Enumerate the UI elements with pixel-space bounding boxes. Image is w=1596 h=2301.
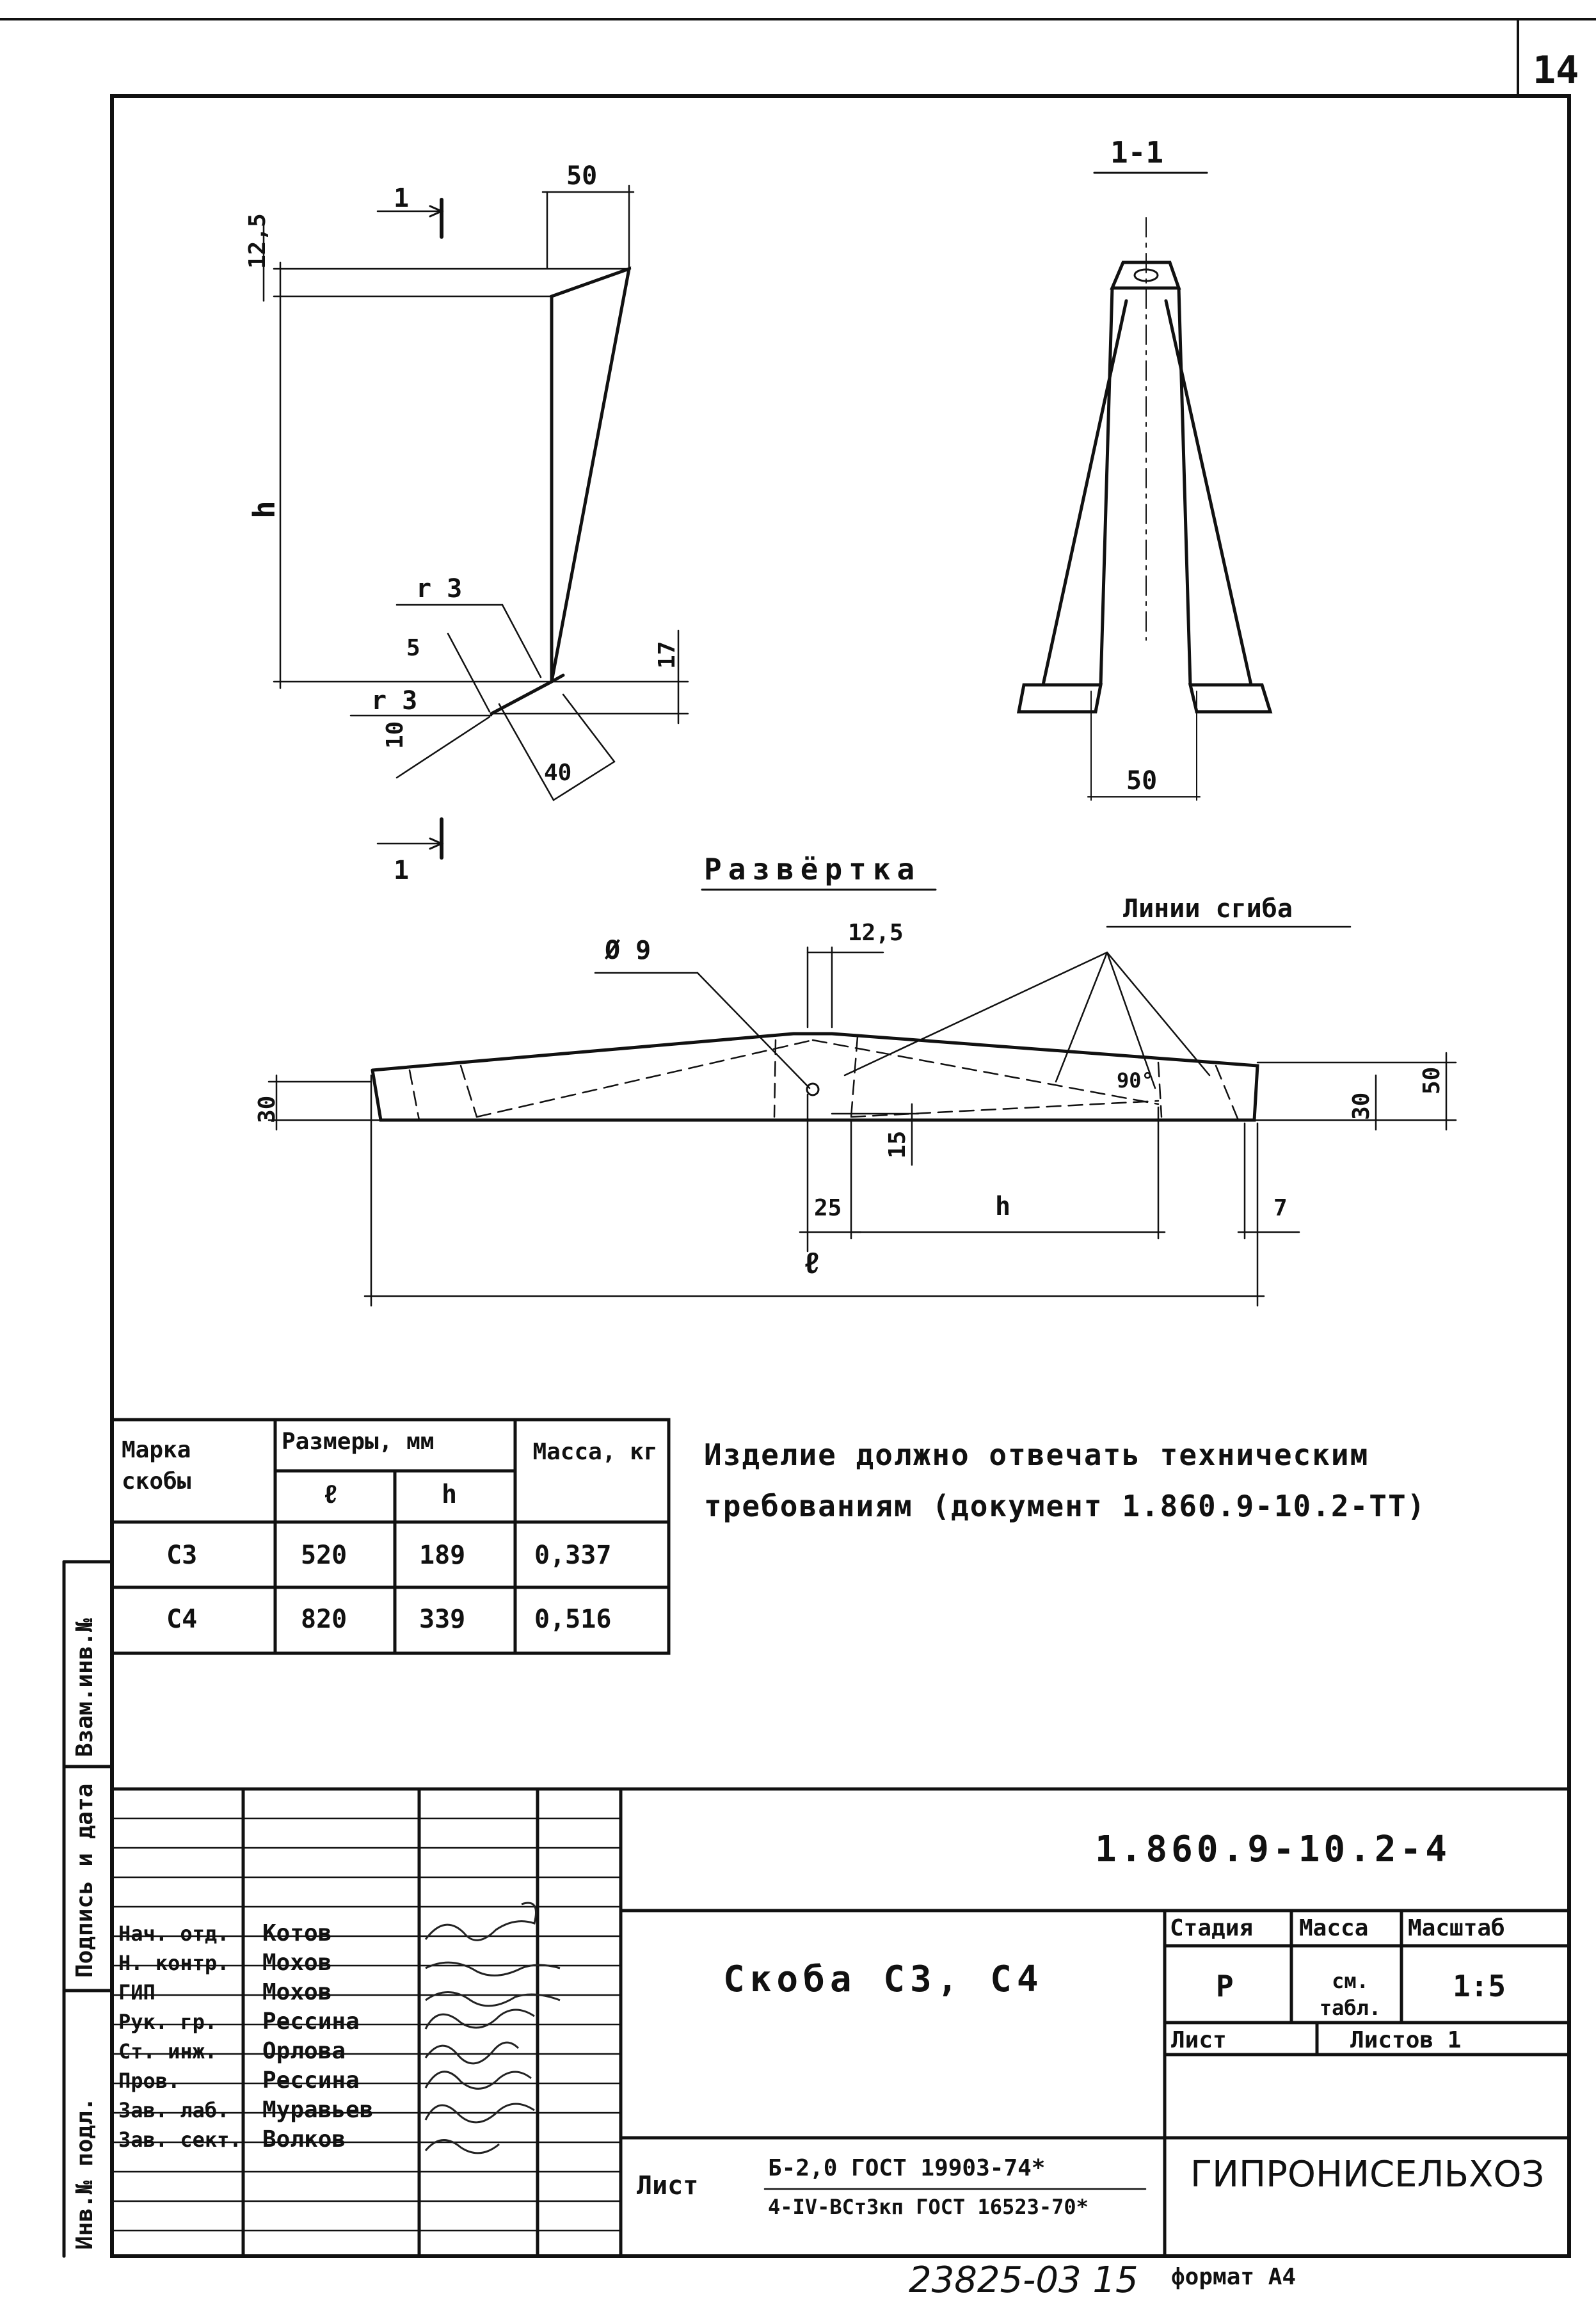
format-label: формат А4 xyxy=(1171,2264,1297,2290)
signer-role: ГИП xyxy=(118,1980,156,2005)
footer-code: 23825-03 15 xyxy=(909,2259,1138,2301)
dim-15: 15 xyxy=(884,1130,911,1159)
note-line-2: требованиям (документ 1.860.9-10.2-ТТ) xyxy=(704,1489,1426,1523)
dim-7: 7 xyxy=(1273,1195,1288,1221)
stamp-podpis-data: Подпись и дата xyxy=(72,1783,98,1978)
cut-marker-bottom: 1 xyxy=(394,856,410,885)
bend-lines-label: Линии сгиба xyxy=(1123,894,1293,924)
stamp-inv-podl: Инв.№ подл. xyxy=(72,2097,98,2250)
signer-name: Волков xyxy=(262,2126,346,2153)
stage-value: Р xyxy=(1216,1969,1234,2003)
stamp-vzam-inv: Взам.инв.№ xyxy=(72,1618,98,1757)
dim-top-offset: 12,5 xyxy=(244,213,271,269)
doc-code: 1.860.9-10.2-4 xyxy=(1095,1829,1451,1870)
table-cell-mark: С4 xyxy=(166,1605,198,1634)
signer-name: Мохов xyxy=(262,1979,332,2005)
dim-17: 17 xyxy=(654,641,680,669)
table-cell-h: 189 xyxy=(419,1541,466,1570)
dim-radius-upper: r 3 xyxy=(416,574,463,604)
angle-label: 90° xyxy=(1117,1068,1154,1093)
organization: ГИПРОНИСЕЛЬХОЗ xyxy=(1190,2154,1545,2195)
signer-name: Рессина xyxy=(262,2067,360,2094)
dim-h: h xyxy=(995,1192,1011,1221)
signer-role: Ст. инж. xyxy=(118,2039,218,2064)
material-denominator: 4-IV-ВСт3кп ГОСТ 16523-70* xyxy=(768,2195,1089,2219)
signer-name: Муравьев xyxy=(262,2097,374,2123)
table-cell-mass: 0,516 xyxy=(534,1605,612,1634)
signer-role: Н. контр. xyxy=(118,1951,230,1975)
mass-value: см. табл. xyxy=(1319,1969,1382,2020)
signer-name: Рессина xyxy=(262,2008,360,2035)
dim-l: ℓ xyxy=(803,1246,821,1280)
dim-radius-lower: r 3 xyxy=(371,686,418,716)
mass-header: Масса xyxy=(1299,1915,1369,1941)
table-header-mark: Марка скобы xyxy=(122,1437,191,1495)
table-cell-h: 339 xyxy=(419,1605,466,1634)
table-cell-mass: 0,337 xyxy=(534,1541,612,1570)
signer-name: Котов xyxy=(262,1920,332,1946)
table-cell-l: 520 xyxy=(301,1541,347,1570)
dim-40: 40 xyxy=(544,760,572,786)
signer-name: Мохов xyxy=(262,1950,332,1976)
signer-role: Зав. сект. xyxy=(118,2128,242,2152)
dim-top-width: 50 xyxy=(566,161,598,191)
sheets-label: Листов 1 xyxy=(1350,2027,1462,2053)
scale-header: Масштаб xyxy=(1408,1915,1505,1941)
cut-marker-top: 1 xyxy=(394,184,410,213)
dim-height: h xyxy=(247,501,282,518)
hole-diameter: Ø 9 xyxy=(605,936,651,965)
table-header-h: h xyxy=(442,1480,458,1509)
dim-10: 10 xyxy=(382,721,408,749)
dim-30-right: 30 xyxy=(1348,1092,1375,1120)
signatures xyxy=(424,1902,561,2154)
table-header-sizes: Размеры, мм xyxy=(282,1429,435,1455)
sheet-number: 14 xyxy=(1533,48,1579,93)
dim-30-left: 30 xyxy=(254,1095,280,1123)
product-name: Скоба С3, С4 xyxy=(723,1959,1044,2000)
signer-role: Рук. гр. xyxy=(118,2010,218,2034)
table-cell-mark: С3 xyxy=(166,1541,198,1570)
signer-role: Пров. xyxy=(118,2069,180,2093)
dim-50: 50 xyxy=(1419,1066,1445,1094)
signer-name: Орлова xyxy=(262,2038,346,2064)
section-label: 1-1 xyxy=(1110,135,1164,170)
material-numerator: Б-2,0 ГОСТ 19903-74* xyxy=(768,2155,1046,2181)
dim-section-width: 50 xyxy=(1126,766,1158,796)
dim-5: 5 xyxy=(406,635,420,661)
dim-offset-top: 12,5 xyxy=(848,920,904,946)
table-header-mass: Масса, кг xyxy=(532,1439,658,1465)
material-prefix: Лист xyxy=(637,2171,699,2201)
note-line-1: Изделие должно отвечать техническим xyxy=(704,1438,1369,1472)
stage-header: Стадия xyxy=(1170,1915,1254,1941)
dim-25: 25 xyxy=(814,1195,842,1221)
sheet-label: Лист xyxy=(1171,2027,1227,2053)
table-header-l: ℓ xyxy=(323,1480,339,1509)
signer-role: Нач. отд. xyxy=(118,1921,230,1946)
table-cell-l: 820 xyxy=(301,1605,347,1634)
signer-role: Зав. лаб. xyxy=(118,2098,230,2122)
unfold-title: Развёртка xyxy=(704,852,922,886)
scale-value: 1:5 xyxy=(1453,1969,1506,2003)
